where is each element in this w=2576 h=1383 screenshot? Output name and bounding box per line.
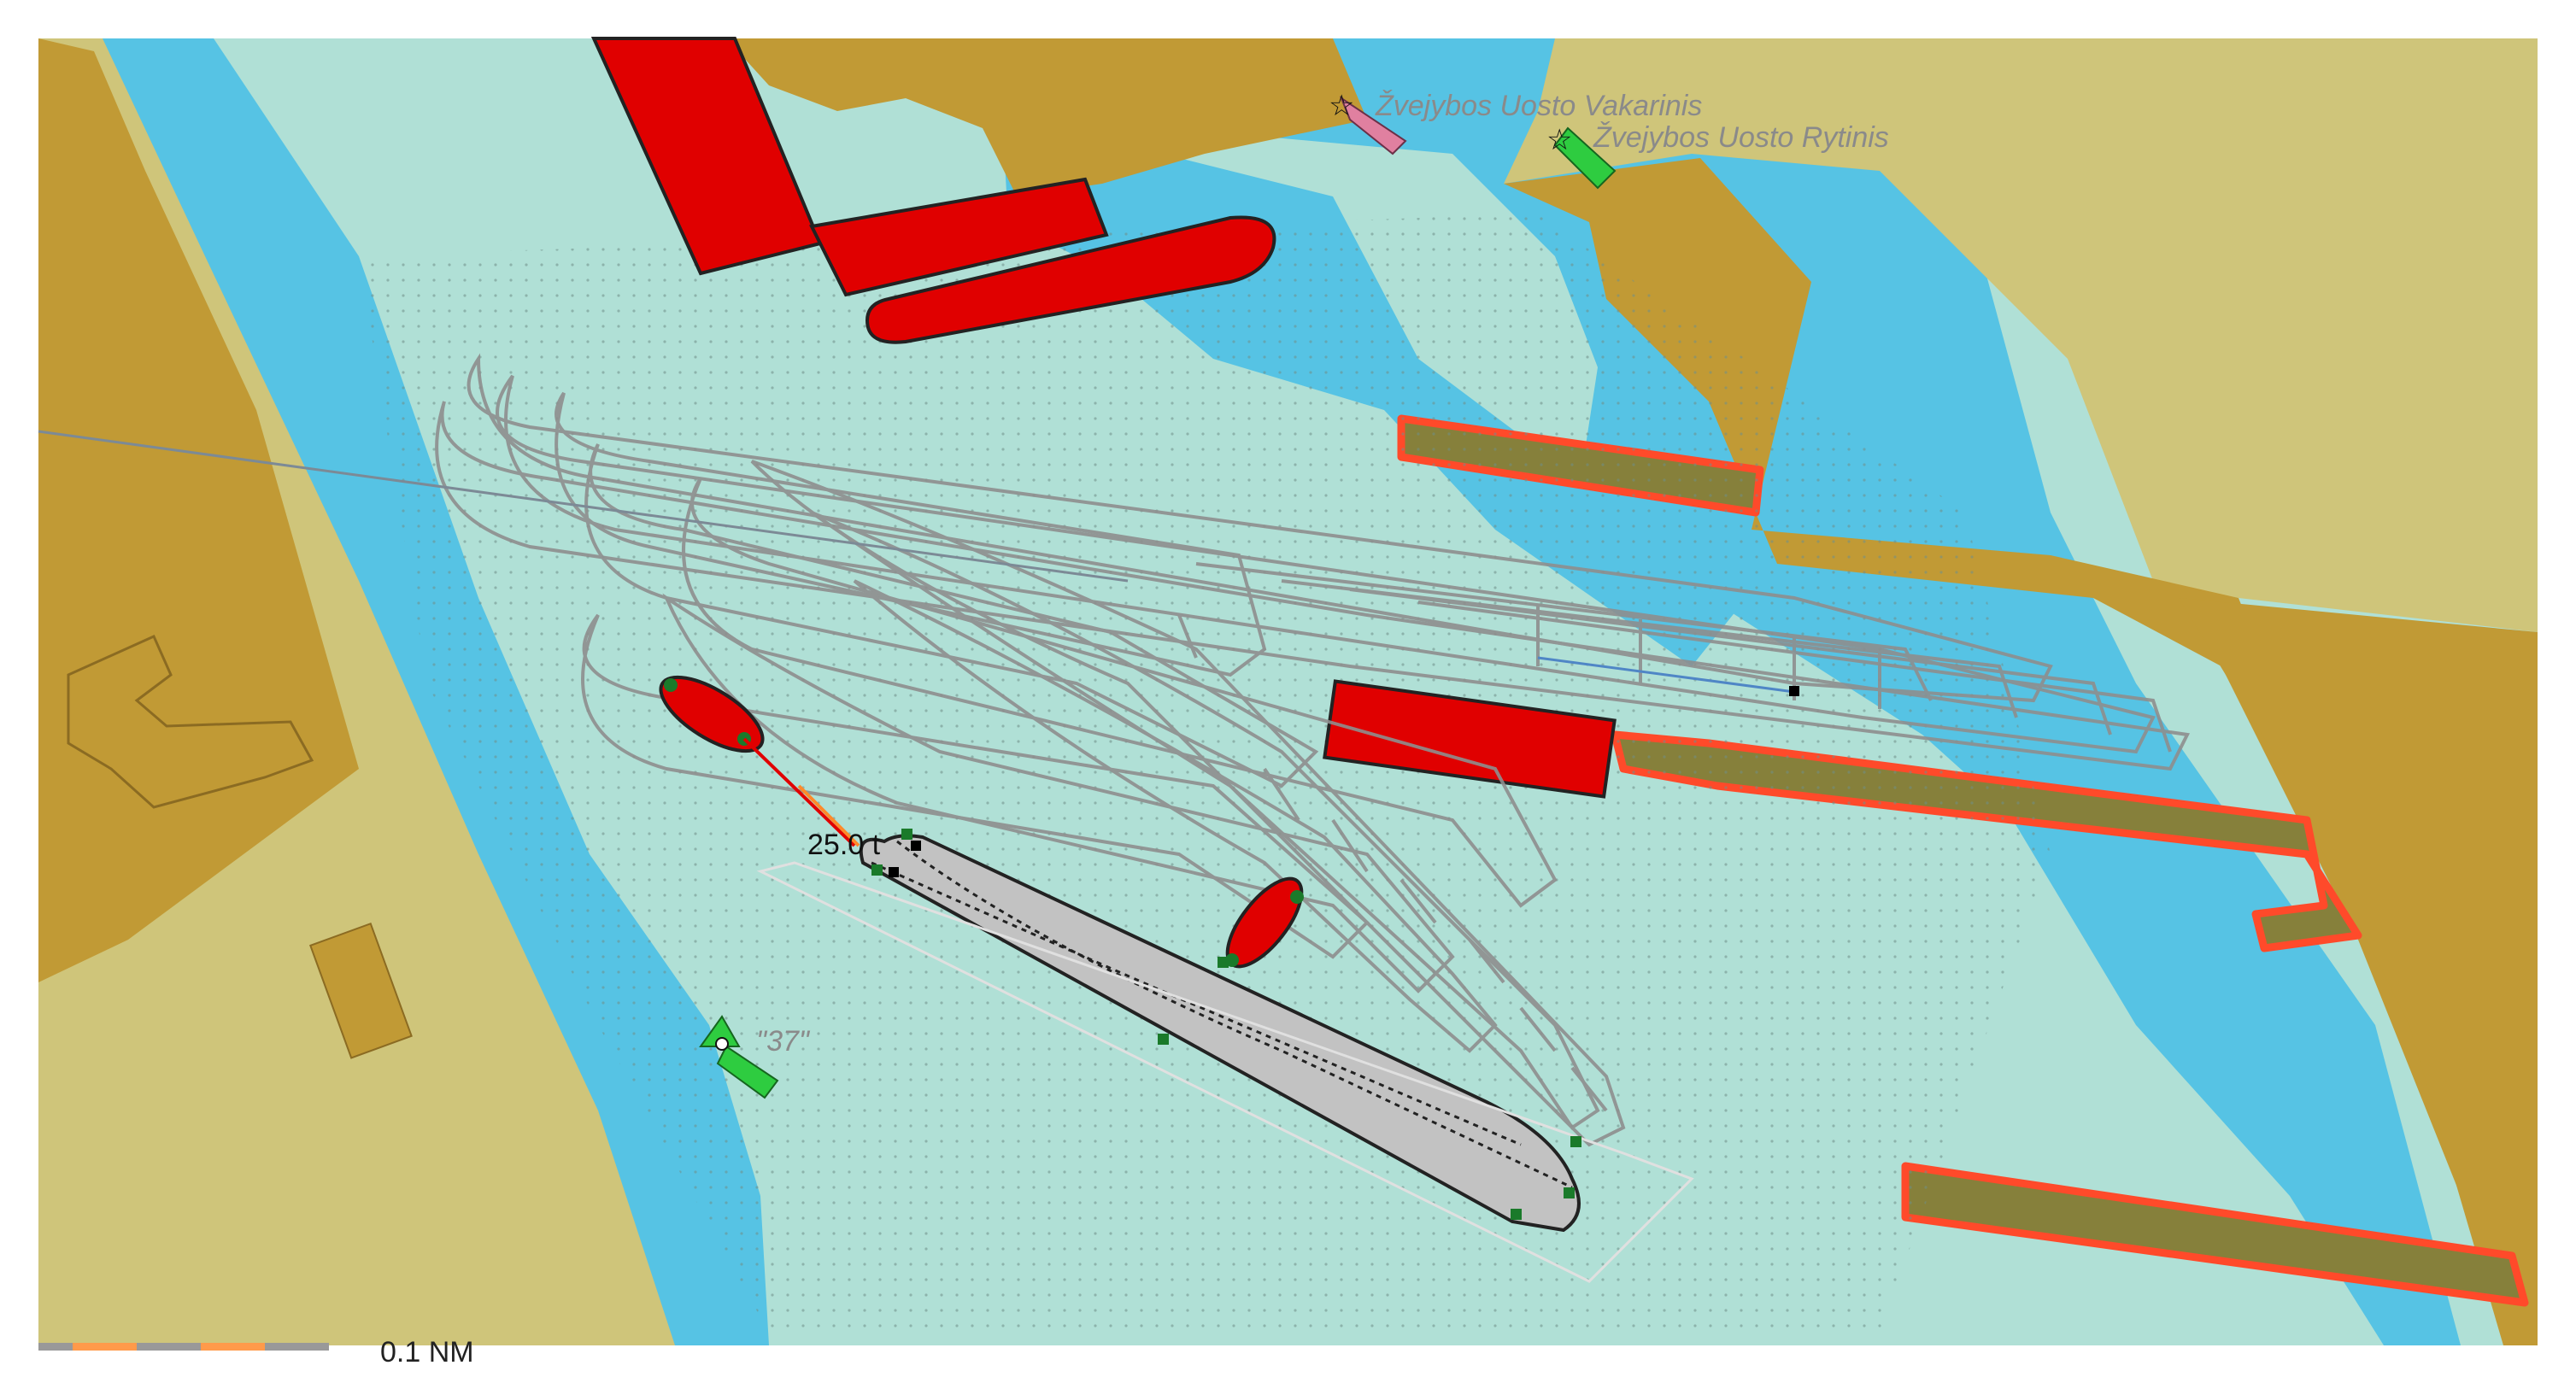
scale-bar — [38, 1343, 329, 1351]
route-line-blue — [1537, 656, 1795, 694]
tow-line-force — [797, 784, 860, 847]
land-north-east — [1504, 38, 2538, 632]
land-east-strip — [2179, 598, 2538, 1345]
light-star-icon: ☆ — [1546, 124, 1572, 156]
moored-vessels-north — [590, 37, 1276, 344]
buoy-marker[interactable] — [699, 1015, 779, 1099]
tug-pull-label: 25.0 t — [807, 829, 881, 861]
route-endpoint-marker — [1789, 686, 1799, 696]
light-star-icon: ☆ — [1329, 90, 1354, 122]
tug-boat-2[interactable] — [1214, 867, 1314, 978]
scale-label: 0.1 NM — [380, 1336, 474, 1368]
light-east-label: Žvejybos Uosto Rytinis — [1593, 121, 1889, 154]
building-block-west — [67, 635, 314, 809]
building-small-west — [309, 922, 413, 1059]
light-west[interactable]: ☆ — [1329, 90, 1407, 155]
light-west-label: Žvejybos Uosto Vakarinis — [1375, 90, 1702, 122]
buoy-label: "37" — [756, 1025, 811, 1058]
tow-line — [742, 737, 856, 847]
dotted-anchorage-area — [359, 214, 2051, 1333]
main-ship[interactable] — [756, 829, 1694, 1283]
land-north — [726, 38, 1367, 196]
light-east[interactable]: ☆ — [1546, 124, 1617, 190]
built-up-west — [38, 38, 359, 982]
moored-vessel-middle — [1323, 679, 1617, 799]
route-line — [38, 430, 1129, 583]
